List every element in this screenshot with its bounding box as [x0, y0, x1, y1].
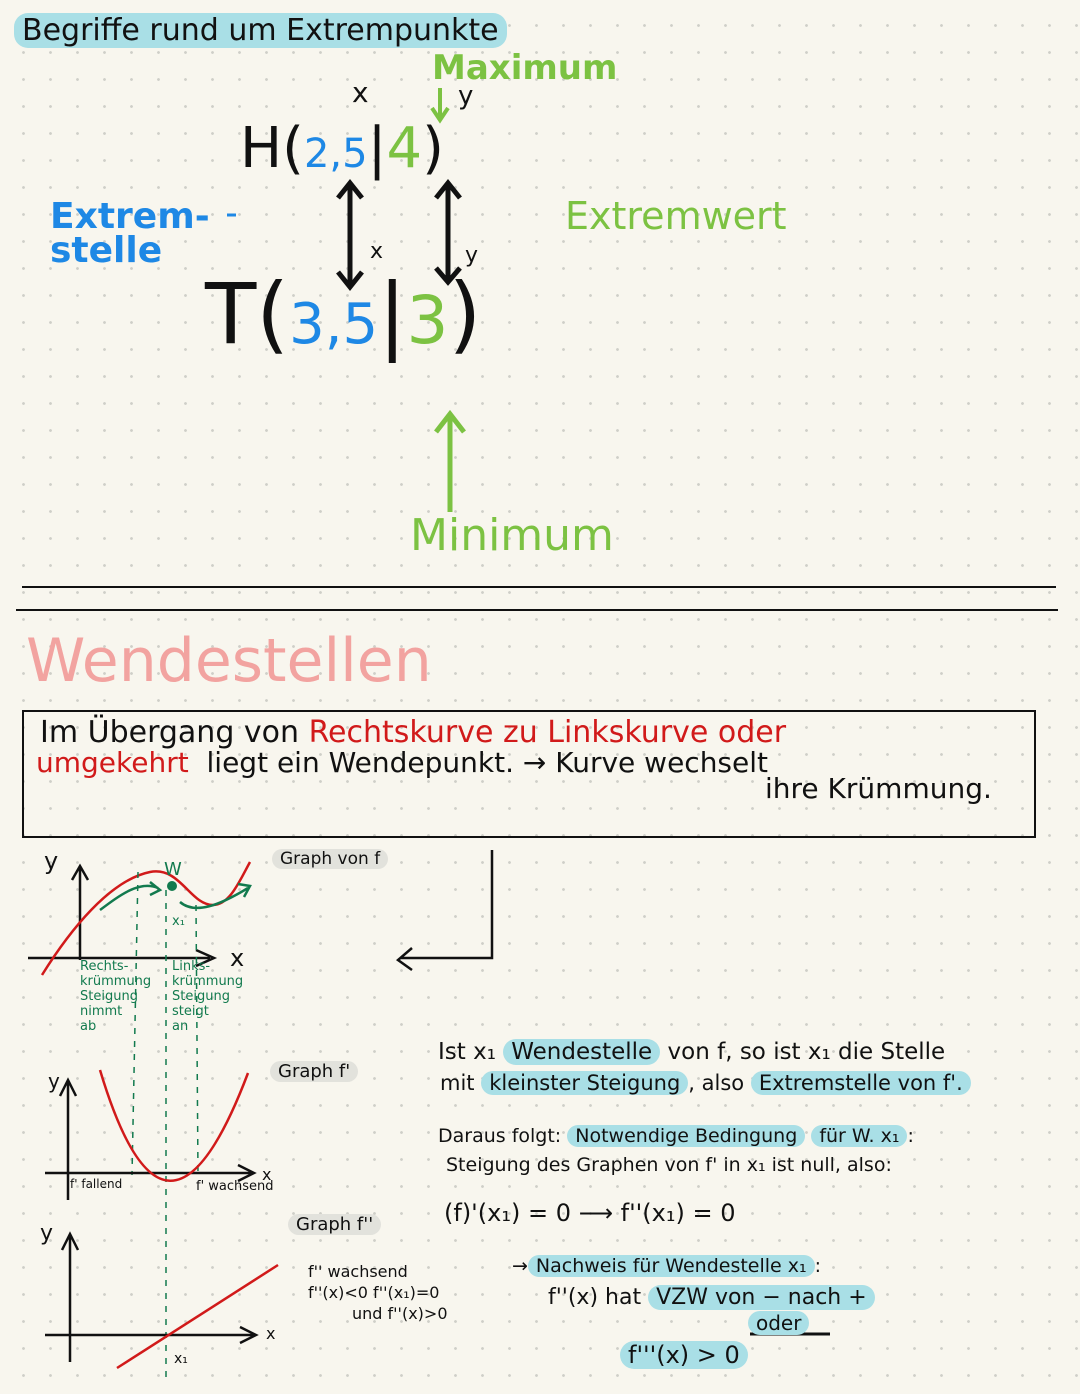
equation: (f)'(x₁) = 0 ⟶ f''(x₁) = 0 [444, 1199, 736, 1227]
axis-label: x [230, 944, 245, 972]
x1-label: x₁ [172, 914, 185, 929]
inflection-label: W [164, 859, 182, 880]
rising-label: f' wachsend [196, 1179, 274, 1194]
maximum-arrow [430, 88, 450, 124]
curvature-arrow-left [179, 882, 252, 910]
minimum-label: Minimum [410, 510, 614, 561]
high-point: H(2,5|4) [240, 116, 444, 181]
graph-f-label: Graph von f [272, 849, 389, 869]
y-label-h: y [458, 81, 474, 111]
axis-label: x [262, 1165, 272, 1184]
x-axis [28, 948, 218, 968]
proof-heading: →Nachweis für Wendestelle x₁: [512, 1255, 822, 1277]
guide-lines [131, 871, 199, 1380]
text-p2-line1: Daraus folgt: Notwendige Bedingung für W… [438, 1125, 914, 1147]
x1-label: x₁ [174, 1351, 188, 1367]
definition-line-2: umgekehrt liegt ein Wendepunkt. → Kurve … [36, 746, 769, 779]
axis-label: y [48, 1069, 60, 1093]
definition-line-1: Im Übergang von Rechtskurve zu Linkskurv… [40, 715, 787, 750]
section-title: Wendestellen [26, 626, 432, 696]
falling-label: f' fallend [70, 1177, 123, 1191]
maximum-label: Maximum [432, 48, 618, 88]
text-p1-line1: Ist x₁ Wendestelle von f, so ist x₁ die … [438, 1039, 946, 1065]
low-point: T(3,5|3) [205, 265, 482, 363]
double-arrow-y [434, 178, 462, 286]
f-prime-curve [98, 1069, 250, 1182]
definition-box [22, 710, 1036, 838]
graph-f-prime-label: Graph f' [270, 1061, 359, 1082]
text-p1-line2: mit kleinster Steigung, also Extremstell… [440, 1071, 971, 1095]
extremstelle-label: Extrem-stelle [50, 196, 210, 272]
x-label-h: x [352, 76, 369, 109]
axis-label: y [40, 1221, 54, 1246]
extremwert-label: Extremwert [565, 194, 787, 238]
y-label-t: y [465, 243, 479, 268]
graph-f [28, 861, 252, 1380]
double-arrow-x [336, 178, 364, 292]
minimum-arrow [434, 409, 466, 512]
graph-f-prime [45, 1069, 257, 1200]
curvature-arrow-right [99, 881, 163, 912]
f-double-prime-line [116, 1263, 279, 1370]
graph-f-double-prime [45, 1231, 279, 1370]
f-curve [40, 861, 252, 976]
x-label-t: x [370, 239, 384, 264]
inflection-point [167, 881, 177, 891]
text-p2-line2: Steigung des Graphen von f' in x₁ ist nu… [446, 1154, 892, 1176]
oder-label: oder [748, 1311, 810, 1335]
back-arrow-icon [395, 850, 494, 972]
definition-line-3: ihre Krümmung. [765, 772, 992, 805]
graph-f-double-prime-label: Graph f'' [288, 1214, 382, 1235]
vzw-line: f''(x) hat VZW von − nach + [548, 1285, 875, 1310]
page-title: Begriffe rund um Extrempunkte [14, 13, 507, 48]
y-axis [70, 863, 90, 960]
axis-label: x [266, 1324, 276, 1343]
axis-label: y [44, 847, 59, 875]
third-derivative-condition: f'''(x) > 0 [620, 1341, 748, 1369]
